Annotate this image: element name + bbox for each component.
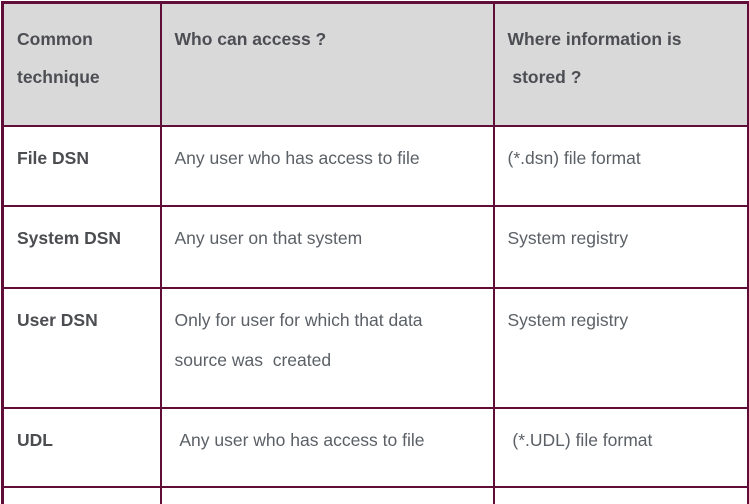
cell-technique: DSN-less	[1, 486, 162, 504]
cell-access: Any user on that system	[159, 205, 495, 289]
table-body: File DSN Any user who has access to file…	[1, 125, 749, 504]
table-row-user-dsn: User DSN Only for user for which that da…	[1, 287, 749, 409]
header-cell-where-stored: Where information is stored ?	[492, 1, 749, 127]
cell-technique: System DSN	[1, 205, 162, 289]
cell-storage: (*.UDL) file format	[492, 407, 749, 488]
table-row-system-dsn: System DSN Any user on that system Syste…	[1, 205, 749, 289]
cell-storage: System registry	[492, 205, 749, 289]
cell-storage: No static storage of connection informat…	[492, 486, 749, 504]
table-header: Common technique Who can access ? Where …	[1, 1, 749, 127]
table-row-file-dsn: File DSN Any user who has access to file…	[1, 125, 749, 207]
cell-technique: User DSN	[1, 287, 162, 409]
table-row-dsn-less: DSN-less Any one who has access to datab…	[1, 486, 749, 504]
cell-access: Only for user for which that data source…	[159, 287, 495, 409]
cell-access: Any user who has access to file	[159, 407, 495, 488]
cell-storage: (*.dsn) file format	[492, 125, 749, 207]
cell-storage: System registry	[492, 287, 749, 409]
cell-technique: File DSN	[1, 125, 162, 207]
header-cell-who-can-access: Who can access ?	[159, 1, 495, 127]
cell-access: Any one who has access to database files…	[159, 486, 495, 504]
cell-access: Any user who has access to file	[159, 125, 495, 207]
header-row: Common technique Who can access ? Where …	[1, 1, 749, 127]
cell-technique: UDL	[1, 407, 162, 488]
header-cell-common-technique: Common technique	[1, 1, 162, 127]
table-row-udl: UDL Any user who has access to file (*.U…	[1, 407, 749, 488]
